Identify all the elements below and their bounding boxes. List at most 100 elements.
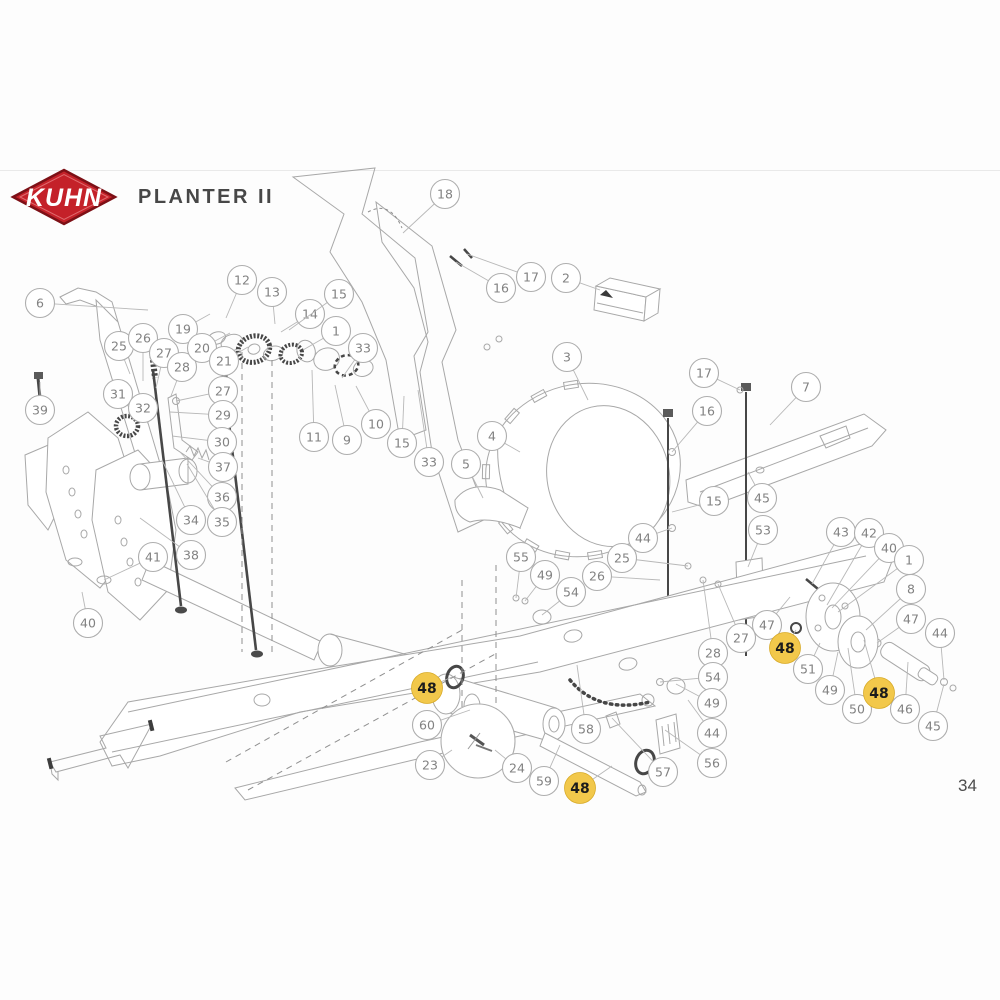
leader-line: [402, 203, 435, 234]
balloon-circle: [581, 560, 613, 592]
balloon-circle: [790, 371, 822, 403]
balloon-number: 48: [570, 781, 589, 797]
balloon-circle: [175, 539, 207, 571]
page-top-rule: [0, 170, 1000, 171]
balloon-number: 20: [194, 341, 210, 356]
callout-balloon: 15: [288, 278, 355, 331]
balloon-number: 51: [800, 662, 816, 677]
balloon-circle: [207, 451, 239, 483]
leader-line: [455, 261, 489, 282]
brand-bar: KUHN PLANTER II: [10, 166, 430, 228]
callout-balloon: 9: [331, 384, 363, 456]
callout-balloon: 57: [611, 717, 679, 788]
callout-balloon: 44: [924, 617, 956, 681]
balloon-number: 32: [135, 401, 151, 416]
callout-balloon: 18: [402, 178, 461, 234]
balloon-number: 56: [704, 756, 720, 771]
balloon-circle: [696, 687, 728, 719]
balloon-circle: [515, 261, 547, 293]
leader-line: [541, 600, 560, 616]
balloon-number: 55: [513, 550, 529, 565]
callout-balloon: 10: [355, 385, 392, 440]
callout-balloon: 23: [414, 749, 453, 781]
callout-balloon: 20: [186, 332, 231, 364]
highlight-badge-48[interactable]: 48: [863, 639, 895, 709]
leader-line: [826, 545, 863, 606]
balloon-circle: [555, 576, 587, 608]
balloon-number: 35: [214, 515, 230, 530]
callout-balloon: 6: [24, 287, 149, 319]
balloon-circle: [127, 322, 159, 354]
leader-line: [671, 504, 701, 513]
leader-line: [175, 393, 209, 402]
balloon-number: 54: [705, 670, 721, 685]
leader-line: [472, 476, 484, 499]
model-title: PLANTER II: [138, 185, 275, 208]
leader-line: [197, 457, 210, 463]
balloon-number: 11: [306, 430, 322, 445]
callout-balloon: 24: [494, 749, 533, 784]
leader-line: [936, 683, 945, 713]
leader-line: [611, 717, 654, 762]
balloon-number: 17: [696, 366, 712, 381]
balloon-number: 46: [897, 702, 913, 717]
balloon-circle: [298, 421, 330, 453]
callout-balloon: 55: [505, 541, 537, 599]
balloon-circle: [647, 756, 679, 788]
callout-balloon: 54: [659, 661, 729, 693]
balloon-circle: [137, 541, 169, 573]
leader-line: [186, 463, 215, 510]
balloon-number: 8: [907, 582, 915, 597]
leader-line: [656, 527, 673, 534]
leader-line: [515, 571, 520, 599]
leader-line: [171, 435, 208, 441]
kuhn-logo: KUHN: [10, 168, 118, 226]
leader-line: [103, 562, 141, 581]
leader-line: [659, 677, 699, 683]
leader-line: [441, 676, 453, 683]
callout-balloon: 59: [528, 744, 561, 797]
balloon-number: 38: [183, 548, 199, 563]
leader-line: [225, 293, 237, 319]
balloon-circle: [698, 485, 730, 517]
balloon-number: 57: [655, 765, 671, 780]
balloon-circle: [256, 276, 288, 308]
balloon-circle: [294, 298, 326, 330]
callout-balloon: 45: [746, 471, 778, 514]
balloon-number: 21: [216, 354, 232, 369]
callout-balloon: 28: [166, 351, 198, 397]
leader-line: [865, 598, 901, 631]
highlight-badge-48[interactable]: 48: [564, 765, 613, 804]
callout-balloon: 41: [103, 541, 169, 581]
balloon-number: 31: [110, 387, 126, 402]
balloon-number: 3: [563, 350, 571, 365]
callout-balloon: 31: [102, 378, 134, 413]
callout-balloon: 33: [341, 332, 379, 379]
balloon-number: 34: [183, 513, 199, 528]
highlight-badge-48[interactable]: 48: [411, 672, 453, 704]
callout-balloon: 56: [664, 729, 728, 779]
leader-line: [549, 744, 561, 768]
leader-line: [441, 749, 453, 758]
callout-balloon: 25: [103, 330, 135, 375]
balloon-number: 9: [343, 433, 351, 448]
highlight-badge-48[interactable]: 48: [769, 629, 801, 664]
leader-line: [592, 765, 613, 780]
balloon-circle: [570, 713, 602, 745]
balloon-circle: [24, 287, 56, 319]
leader-line: [876, 626, 900, 644]
balloon-number: 33: [421, 455, 437, 470]
callout-balloon: 37: [197, 451, 239, 483]
leader-line: [81, 591, 86, 609]
balloon-number: 47: [759, 618, 775, 633]
leader-line: [940, 647, 945, 681]
balloon-circle: [550, 262, 582, 294]
balloon-number: 23: [422, 758, 438, 773]
leader-line: [572, 369, 589, 401]
balloon-number: 7: [802, 380, 810, 395]
balloon-circle: [102, 378, 134, 410]
leader-line: [664, 729, 701, 756]
balloon-number: 19: [175, 322, 191, 337]
balloon-circle: [347, 332, 379, 364]
callout-balloon: 60: [411, 709, 471, 741]
